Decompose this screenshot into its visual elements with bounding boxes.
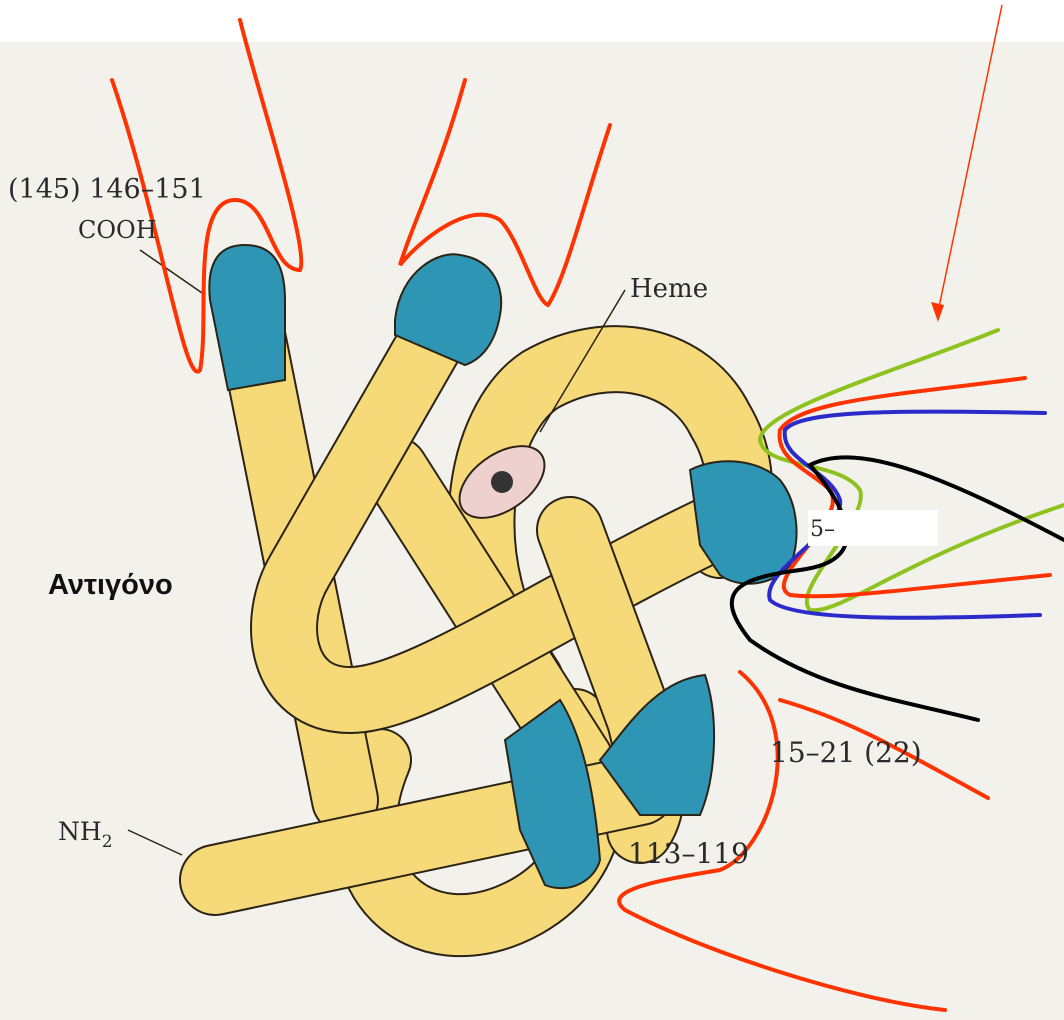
antigen-label: Αντιγόνο (48, 569, 173, 601)
heme-iron (491, 471, 513, 493)
heme-label: Heme (630, 274, 708, 304)
range-15-21-label: 15–21 (22) (770, 736, 922, 769)
nh2-label-subscript: 2 (102, 832, 113, 852)
partial-label: 5– (810, 517, 835, 542)
nh2-label-base: NH (58, 817, 102, 846)
cooh-label: COOH (78, 216, 157, 244)
c-terminal-range-label: (145) 146–151 (8, 174, 206, 205)
range-113-119-label: 113–119 (628, 837, 749, 870)
